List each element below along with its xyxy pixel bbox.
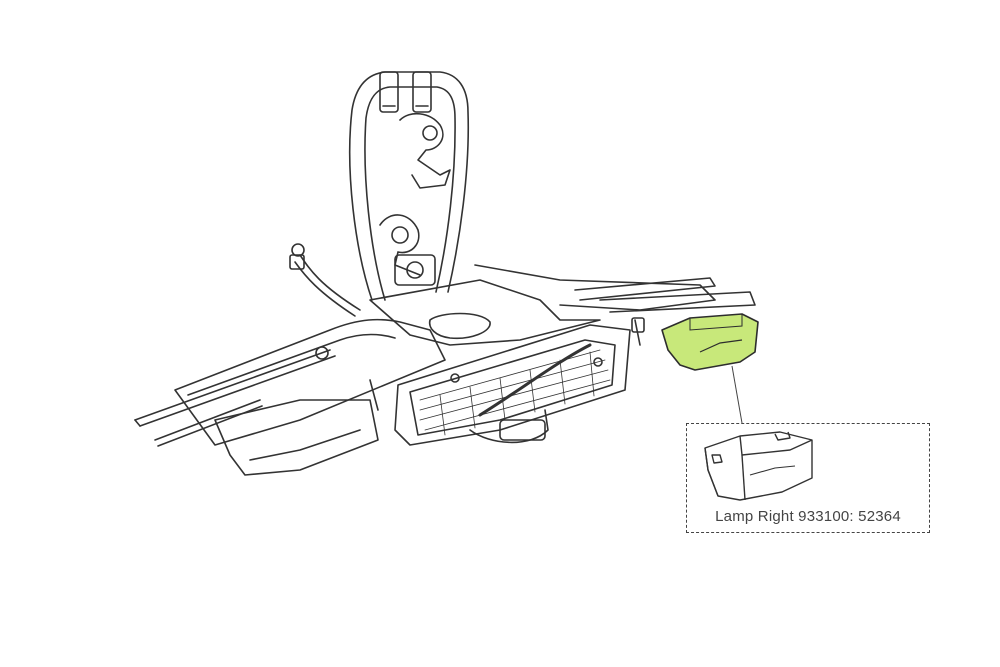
left-wheel-rail bbox=[134, 318, 446, 476]
strap-cable bbox=[289, 243, 361, 317]
lamp-right-highlight-shape[interactable] bbox=[661, 313, 759, 371]
part-callout-label: Lamp Right 933100: 52364 bbox=[715, 508, 901, 525]
part-callout-box: Lamp Right 933100: 52364 bbox=[686, 423, 930, 533]
callout-leader-line bbox=[731, 365, 743, 424]
license-plate-panel bbox=[394, 317, 645, 446]
center-body bbox=[369, 264, 756, 346]
lamp-right-detail-icon bbox=[704, 431, 813, 501]
upright-frame bbox=[348, 71, 470, 301]
